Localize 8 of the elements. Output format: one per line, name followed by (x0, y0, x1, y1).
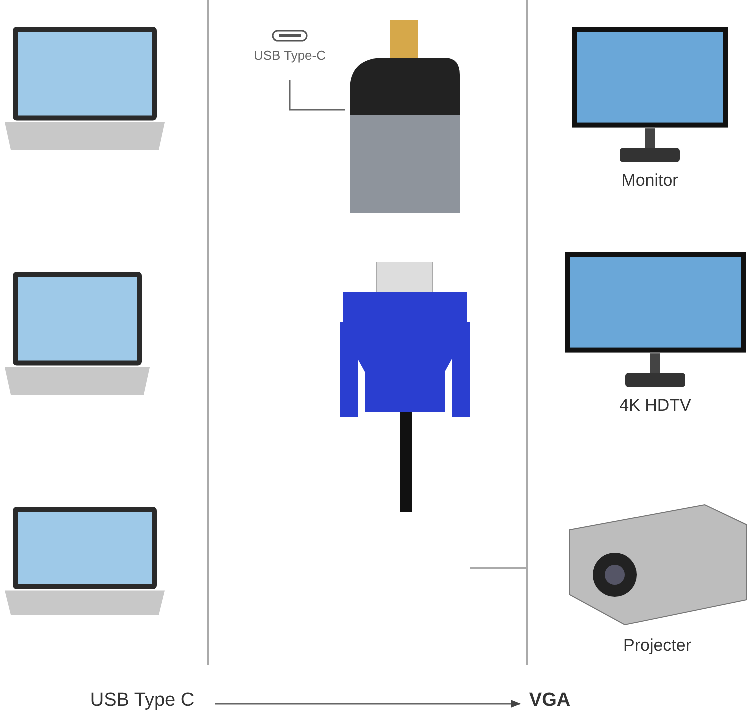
caption-text: VGA (529, 690, 571, 712)
caption-text: USB Type C (90, 690, 195, 712)
arrow (215, 700, 521, 708)
device-label: Monitor (622, 171, 678, 191)
device-label: 4K HDTV (620, 396, 692, 416)
device-label: Projecter (623, 636, 692, 656)
leader-line (289, 80, 345, 111)
device-label: USB Type-C (254, 48, 326, 63)
